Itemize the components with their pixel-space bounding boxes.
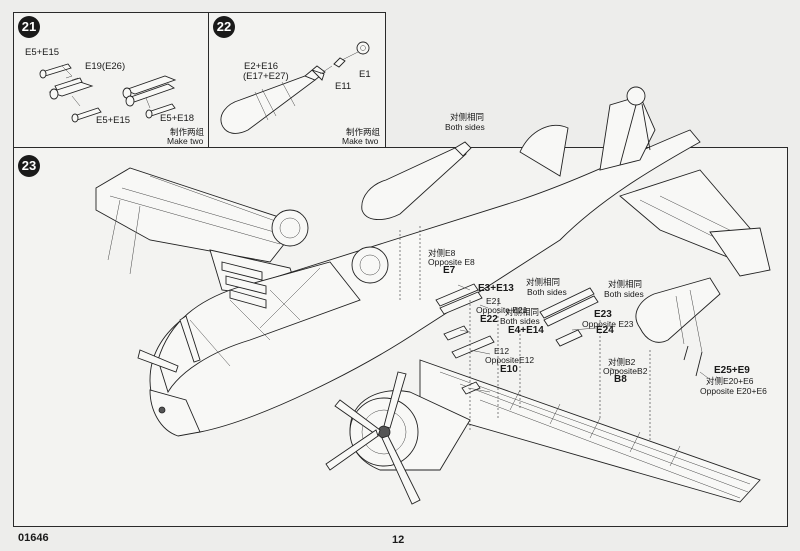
step-21-caption-cn: 制作两组	[170, 127, 205, 137]
step-22-badge: 22	[213, 16, 235, 38]
callout-e21: E21	[486, 296, 502, 306]
callout-both-sides-mid-en: Both sides	[527, 287, 567, 297]
callout-b8: B8	[614, 374, 627, 385]
callout-both-sides-top-en: Both sides	[445, 122, 485, 132]
step-22-part-e17-e27: (E17+E27)	[243, 71, 289, 82]
step-21-caption-en: Make two	[167, 136, 204, 146]
step-22-part-e2-e16: E2+E16	[244, 61, 279, 72]
callout-e4-e14: E4+E14	[508, 325, 544, 336]
step-21-part-e5-e15-bottom: E5+E15	[96, 115, 131, 126]
callout-e24: E24	[596, 325, 614, 336]
step-21-badge: 21	[18, 16, 40, 38]
callout-opposite-e20-e6: Opposite E20+E6	[700, 386, 767, 396]
step-23-badge: 23	[18, 155, 40, 177]
callout-e25-e9: E25+E9	[714, 365, 750, 376]
step-22-part-e1: E1	[359, 69, 371, 80]
step-21-part-e5-e18: E5+E18	[160, 113, 195, 124]
step-21-panel	[13, 12, 210, 149]
callout-e10: E10	[500, 364, 518, 375]
step-21-part-e19: E19(E26)	[85, 61, 126, 72]
callout-opposite-b2: OppositeB2	[603, 366, 648, 376]
callout-both-sides-right-en: Both sides	[604, 289, 644, 299]
callout-opposite-e8: Opposite E8	[428, 257, 475, 267]
callout-opposite-e21: Opposite E21	[476, 305, 528, 315]
step-22-drawing	[220, 41, 370, 134]
step-22-caption-cn: 制作两组	[346, 127, 381, 137]
callout-both-sides-right-cn: 对侧相同	[608, 279, 643, 289]
step-22-caption-en: Make two	[342, 136, 379, 146]
callout-e12: E12	[494, 346, 510, 356]
callout-b2: 对侧B2	[608, 357, 636, 367]
callout-e22: E22	[480, 314, 498, 325]
callout-opposite-e12: OppositeE12	[485, 355, 535, 365]
callout-e8: 对侧E8	[428, 248, 456, 258]
callout-e7: E7	[443, 265, 456, 276]
callout-e23: E23	[594, 309, 612, 320]
callout-both-sides-e24-en: Both sides	[500, 316, 540, 326]
callout-both-sides-mid-cn: 对侧相同	[526, 277, 561, 287]
callout-opposite-e23: Opposite E23	[582, 319, 634, 329]
callout-e3-e13: E3+E13	[478, 283, 514, 294]
callout-both-sides-e24-cn: 对侧相同	[505, 307, 540, 317]
callout-both-sides-top-cn: 对侧相同	[450, 112, 485, 122]
page-number: 12	[392, 534, 405, 546]
kit-number: 01646	[18, 532, 49, 544]
callout-e20-cn: 对侧E20+E6	[706, 376, 754, 386]
step-21-drawing	[39, 63, 177, 123]
aircraft-assembly	[95, 86, 771, 505]
step-22-part-e11: E11	[335, 81, 352, 92]
step-21-part-e5-e15-top: E5+E15	[25, 47, 60, 58]
